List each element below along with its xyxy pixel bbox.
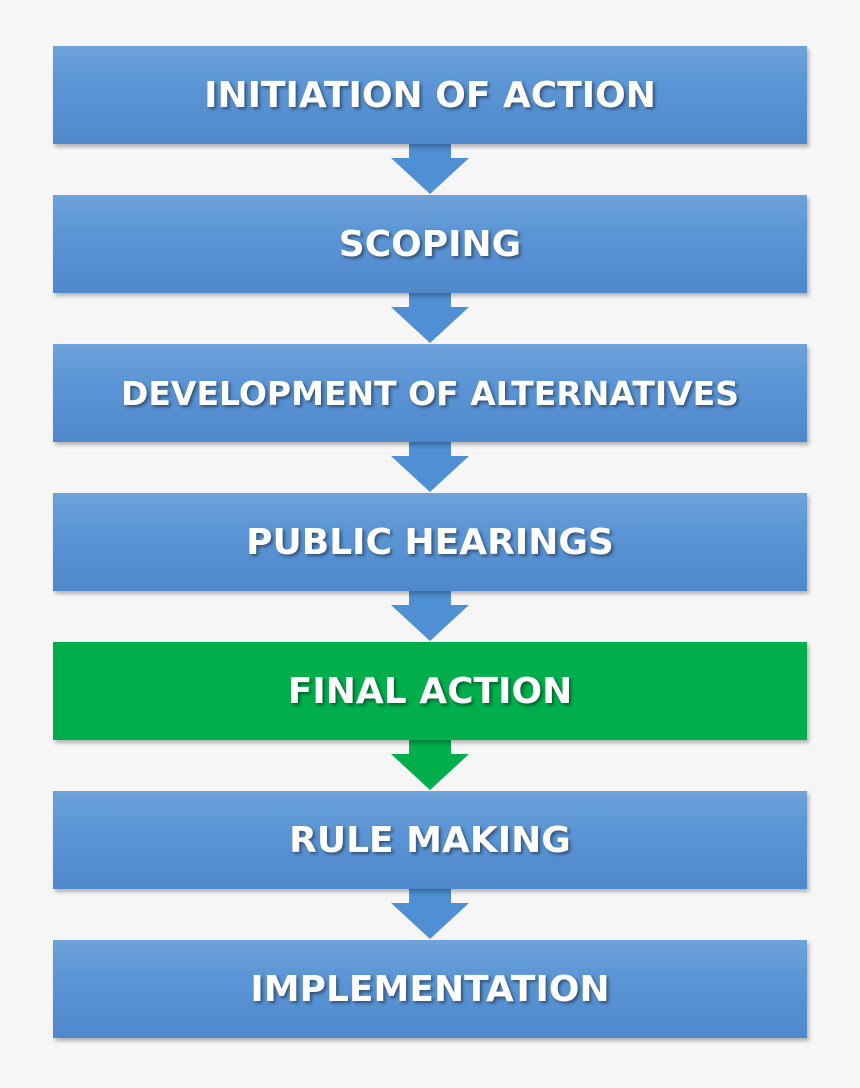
step-rule-making: RULE MAKING [53,791,807,889]
step-public-hearings: PUBLIC HEARINGS [53,493,807,591]
step-label: SCOPING [338,223,522,265]
step-label: RULE MAKING [289,819,571,861]
step-initiation-of-action: INITIATION OF ACTION [53,46,807,144]
step-implementation: IMPLEMENTATION [53,940,807,1038]
step-label: PUBLIC HEARINGS [246,521,614,563]
step-label: FINAL ACTION [287,670,573,712]
step-development-of-alternatives: DEVELOPMENT OF ALTERNATIVES [53,344,807,442]
down-arrow-icon [391,440,469,492]
down-arrow-icon [391,291,469,343]
down-arrow-icon [391,142,469,194]
down-arrow-icon [391,887,469,939]
step-scoping: SCOPING [53,195,807,293]
step-final-action: FINAL ACTION [53,642,807,740]
step-label: DEVELOPMENT OF ALTERNATIVES [121,373,739,413]
step-label: IMPLEMENTATION [250,968,610,1010]
down-arrow-icon [391,589,469,641]
down-arrow-icon [391,738,469,790]
step-label: INITIATION OF ACTION [204,74,656,116]
